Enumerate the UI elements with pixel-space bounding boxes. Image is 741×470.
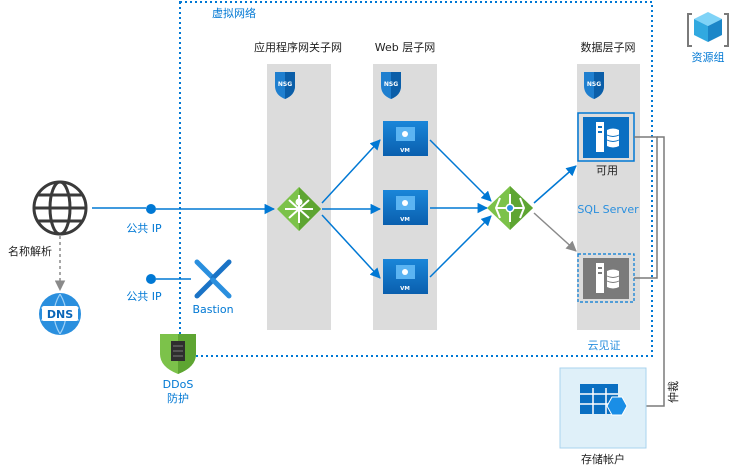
bastion-label: Bastion [192, 303, 233, 316]
public-ip-dot [146, 204, 156, 214]
storage-table-icon [580, 384, 628, 416]
bastion-public-ip-dot [146, 274, 156, 284]
ddos-label-line2: 防护 [167, 391, 189, 405]
cloud-witness-label: 云见证 [588, 339, 621, 352]
application-gateway-icon [277, 187, 321, 231]
svg-text:NSG: NSG [587, 81, 601, 88]
gateway-to-vm [321, 214, 381, 279]
vm-icon: VM [383, 259, 428, 294]
sql-cluster-label: SQL Server [577, 203, 639, 216]
vm-to-load-balancer [429, 215, 492, 278]
resource-group-label: 资源组 [692, 50, 725, 64]
ddos-label-line1: DDoS [163, 378, 194, 391]
sql-primary-label: 可用 [596, 164, 618, 177]
nsg-shield-icon: NSG [584, 72, 604, 99]
ddos-shield-icon [160, 334, 196, 374]
sql-server-primary-icon [583, 117, 629, 158]
svg-text:VM: VM [400, 217, 410, 223]
gateway-to-vm [321, 139, 381, 204]
storage-account-label: 存储帐户 [581, 452, 625, 466]
arbitration-label-bg [666, 378, 680, 406]
bastion-icon [194, 259, 232, 299]
load-balancer-icon [487, 186, 533, 230]
public-ip-label: 公共 IP [126, 222, 162, 235]
dns-resolution-label: 名称解析 [8, 244, 52, 258]
svg-text:VM: VM [400, 148, 410, 154]
load-balancer-to-sql-secondary [533, 212, 577, 252]
nsg-shield-icon: NSG [275, 72, 295, 99]
vnet-boundary [179, 1, 653, 357]
arbitration-label: 仲裁 [666, 381, 680, 403]
svg-text:VM: VM [400, 286, 410, 292]
svg-text:NSG: NSG [278, 81, 292, 88]
web-subnet-label: Web 层子网 [375, 41, 435, 54]
quorum-connector [634, 136, 658, 279]
sql-server-secondary-icon [583, 258, 629, 299]
vm-icon: VM [383, 121, 428, 156]
bastion-public-ip-label: 公共 IP [126, 290, 162, 303]
svg-text:NSG: NSG [384, 81, 398, 88]
data-subnet-label: 数据层子网 [581, 40, 636, 54]
nsg-shield-icon: NSG [381, 72, 401, 99]
dns-zone-icon: DNS [39, 293, 81, 335]
app-gateway-subnet-label: 应用程序网关子网 [254, 40, 342, 54]
vm-icon: VM [383, 190, 428, 225]
load-balancer-to-sql-primary [533, 165, 577, 204]
svg-text:DNS: DNS [47, 308, 73, 321]
vm-to-load-balancer [429, 139, 492, 202]
resource-group-icon [687, 12, 729, 47]
globe-icon [32, 180, 88, 236]
vnet-label: 虚拟网络 [212, 6, 256, 20]
